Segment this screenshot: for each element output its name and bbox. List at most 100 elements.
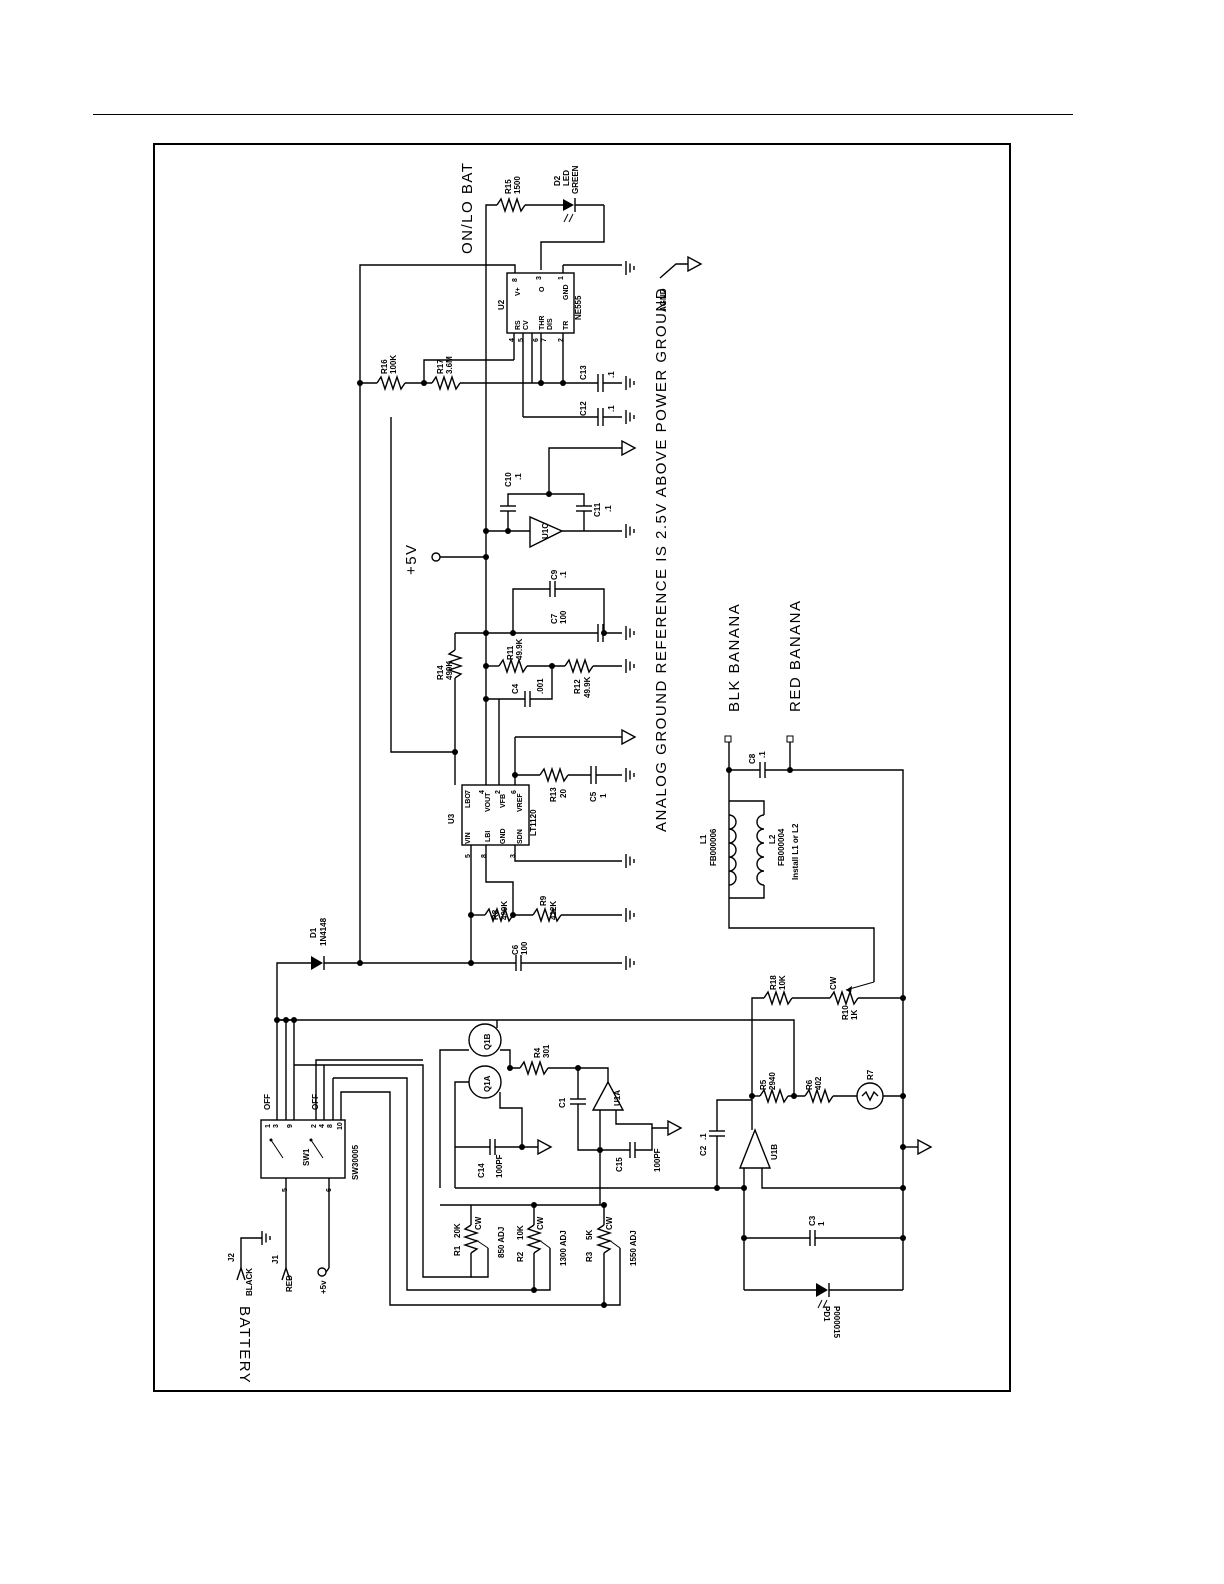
svg-text:6: 6 <box>326 1188 333 1192</box>
svg-text:P000015: P000015 <box>832 1306 841 1339</box>
svg-text:2: 2 <box>495 790 502 794</box>
svg-text:PD1: PD1 <box>822 1306 831 1322</box>
svg-text:R2: R2 <box>516 1251 525 1262</box>
svg-text:R18: R18 <box>769 975 778 990</box>
svg-text:C8: C8 <box>748 753 757 764</box>
svg-text:2: 2 <box>311 1124 318 1128</box>
svg-text:VFB: VFB <box>500 794 507 808</box>
svg-text:VOUT: VOUT <box>485 792 492 812</box>
svg-text:R6: R6 <box>805 1079 814 1090</box>
r15-value: 1500 <box>513 176 522 194</box>
svg-text:C12: C12 <box>579 401 588 416</box>
svg-text:C11: C11 <box>593 502 602 517</box>
svg-text:850 ADJ: 850 ADJ <box>497 1227 506 1258</box>
svg-text:100PF: 100PF <box>653 1148 662 1172</box>
svg-text:R3: R3 <box>585 1251 594 1262</box>
svg-text:OFF: OFF <box>263 1094 272 1110</box>
svg-text:R16: R16 <box>380 359 389 374</box>
svg-text:3: 3 <box>273 1124 280 1128</box>
svg-text:O: O <box>539 286 546 292</box>
svg-text:C6: C6 <box>511 944 520 955</box>
schematic-frame <box>153 143 1011 1392</box>
svg-text:C1: C1 <box>558 1097 567 1108</box>
svg-text:SDN: SDN <box>517 829 524 844</box>
svg-text:9: 9 <box>287 1124 294 1128</box>
svg-text:301: 301 <box>542 1044 551 1058</box>
svg-text:J2: J2 <box>227 1253 236 1262</box>
label-battery: BATTERY <box>236 1306 253 1384</box>
svg-text:5K: 5K <box>585 1230 594 1240</box>
ne555-timer-u2 <box>359 260 635 965</box>
svg-text:.1: .1 <box>607 371 616 378</box>
svg-text:GND: GND <box>563 284 570 300</box>
svg-text:U1B: U1B <box>770 1144 779 1160</box>
opamp-u1b <box>455 1099 932 1309</box>
label-plus5v: +5V <box>403 543 420 575</box>
svg-text:.1: .1 <box>607 405 616 412</box>
svg-text:4: 4 <box>319 1124 326 1128</box>
svg-text:402: 402 <box>814 1076 823 1090</box>
svg-text:RED: RED <box>285 1275 294 1292</box>
svg-text:U1A: U1A <box>613 1090 622 1106</box>
svg-text:C14: C14 <box>477 1163 486 1178</box>
d2-value: LED <box>562 170 571 186</box>
label-on-lo-bat: ON/LO BAT <box>459 162 476 254</box>
svg-text:R17: R17 <box>436 359 445 374</box>
calibration-pots <box>294 1064 621 1306</box>
svg-text:L2: L2 <box>768 834 777 844</box>
svg-text:R12: R12 <box>573 679 582 694</box>
opamp-u1a <box>570 1068 682 1205</box>
svg-text:CW: CW <box>474 1216 483 1230</box>
svg-text:CW: CW <box>829 976 838 990</box>
svg-text:6: 6 <box>533 338 540 342</box>
svg-text:R1: R1 <box>453 1245 462 1256</box>
d2-extra: GREEN <box>571 165 580 194</box>
svg-text:FB000006: FB000006 <box>709 828 718 866</box>
svg-text:C3: C3 <box>808 1215 817 1226</box>
svg-text:1: 1 <box>599 793 608 798</box>
svg-text:.1: .1 <box>604 505 613 512</box>
svg-text:5: 5 <box>465 854 472 858</box>
svg-text:100: 100 <box>520 941 529 955</box>
svg-text:RS: RS <box>515 320 522 330</box>
u2-part: NE555 <box>574 295 583 320</box>
transistor-pair-q1 <box>439 1020 609 1188</box>
svg-text:412K: 412K <box>549 901 558 920</box>
r15-ref: R15 <box>504 179 513 194</box>
svg-text:C4: C4 <box>511 683 520 694</box>
svg-text:1300 ADJ: 1300 ADJ <box>559 1230 568 1266</box>
svg-text:R5: R5 <box>759 1079 768 1090</box>
u1c-buffer-section <box>486 440 636 549</box>
svg-text:TR: TR <box>563 321 570 330</box>
svg-text:GND: GND <box>500 828 507 844</box>
svg-text:R9: R9 <box>539 895 548 906</box>
svg-text:Q1B: Q1B <box>483 1033 492 1050</box>
svg-text:3: 3 <box>510 854 517 858</box>
lt1120-regulator-u3 <box>461 729 636 965</box>
svg-text:7: 7 <box>541 338 548 342</box>
svg-text:FB000004: FB000004 <box>777 828 786 866</box>
switch-sw1 <box>260 1020 423 1268</box>
svg-text:SW30005: SW30005 <box>351 1144 360 1180</box>
svg-text:U3: U3 <box>447 813 456 824</box>
svg-text:OFF: OFF <box>311 1094 320 1110</box>
label-red-banana: RED BANANA <box>787 599 804 712</box>
svg-text:499K: 499K <box>500 901 509 920</box>
gain-adjust-network <box>277 981 903 1110</box>
input-diode-and-cap <box>276 955 635 1021</box>
svg-text:C15: C15 <box>615 1157 624 1172</box>
u2-ref: U2 <box>497 299 506 310</box>
svg-text:49.9K: 49.9K <box>515 638 524 660</box>
svg-text:Install L1 or L2: Install L1 or L2 <box>791 823 800 880</box>
d2-ref: D2 <box>553 175 562 186</box>
pin-numbers: 8 3 1 4 5 6 7 2 7 4 2 6 5 8 3 1 3 9 2 4 … <box>265 276 565 1192</box>
svg-text:CV: CV <box>523 320 530 330</box>
svg-text:U1C: U1C <box>541 523 550 539</box>
svg-text:CW: CW <box>536 1216 545 1230</box>
svg-text:5: 5 <box>518 338 525 342</box>
svg-text:1: 1 <box>817 1221 826 1226</box>
svg-text:4: 4 <box>479 790 486 794</box>
svg-text:VIN: VIN <box>465 832 472 844</box>
svg-text:5: 5 <box>282 1188 289 1192</box>
svg-text:D1: D1 <box>309 927 318 938</box>
